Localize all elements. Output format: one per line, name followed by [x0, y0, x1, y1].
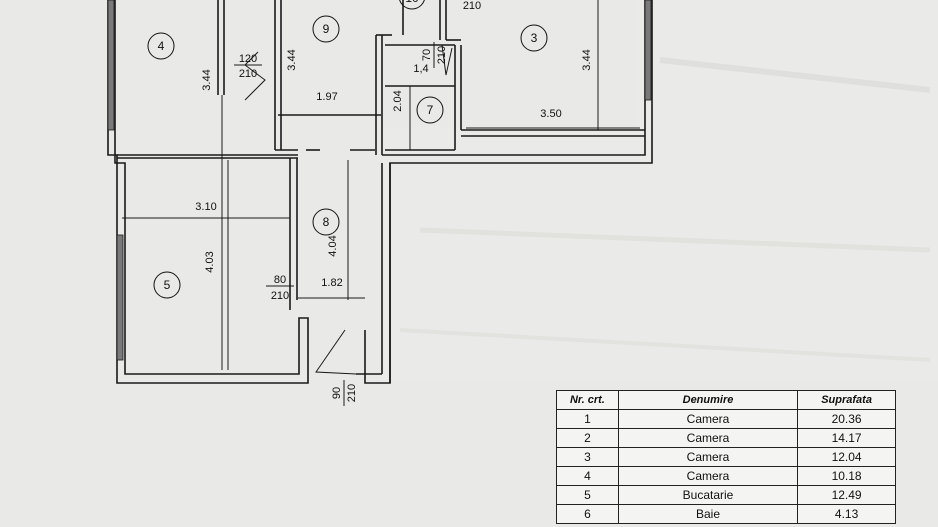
exterior-walls — [107, 0, 653, 384]
door-label-top: 210 — [463, 0, 481, 12]
dim-hall-width: 1.97 — [316, 91, 337, 103]
table-row: 6 Baie 4.13 — [556, 504, 896, 524]
room-marker-8: 8 — [312, 208, 340, 236]
dim-room3-height: 3.44 — [581, 49, 593, 70]
windows — [107, 0, 652, 361]
cell-denumire: Camera — [617, 466, 799, 486]
door-label-70: 70 210 — [421, 42, 448, 68]
cell-denumire: Camera — [617, 447, 799, 467]
door-swing-room4 — [244, 51, 266, 101]
window-room4 — [107, 0, 115, 131]
room-marker-10: 10 — [399, 0, 425, 10]
svg-text:4: 4 — [158, 39, 165, 53]
door-swing-entrance — [315, 329, 357, 375]
table-row: 5 Bucatarie 12.49 — [556, 485, 896, 505]
table-row: 4 Camera 10.18 — [556, 466, 896, 486]
cell-denumire: Camera — [617, 409, 799, 429]
svg-text:5: 5 — [164, 278, 171, 292]
table-row: 2 Camera 14.17 — [556, 428, 896, 448]
svg-text:210: 210 — [239, 68, 257, 80]
cell-nr: 4 — [556, 466, 619, 486]
room-markers: 4 9 10 3 7 8 5 — [147, 0, 548, 299]
area-table: Nr. crt. Denumire Suprafata 1 Camera 20.… — [556, 390, 896, 524]
table-row: 1 Camera 20.36 — [556, 409, 896, 429]
dim-small: 1,4 — [413, 63, 428, 75]
cell-suprafata: 20.36 — [797, 409, 896, 429]
dim-room5-height: 4.03 — [204, 251, 216, 272]
cell-suprafata: 10.18 — [797, 466, 896, 486]
room-marker-5: 5 — [153, 271, 181, 299]
dim-room9-height: 3.44 — [286, 49, 298, 70]
dim-room8-height: 4.04 — [327, 235, 339, 256]
door-label-80: 80 210 — [266, 274, 294, 302]
dim-room5-width: 3.10 — [195, 201, 216, 213]
svg-text:70: 70 — [421, 49, 433, 61]
header-denumire: Denumire — [617, 390, 799, 410]
svg-text:90: 90 — [331, 387, 343, 399]
room-marker-9: 9 — [312, 15, 340, 43]
cell-nr: 1 — [556, 409, 619, 429]
cell-denumire: Baie — [617, 504, 799, 524]
cell-denumire: Camera — [617, 428, 799, 448]
svg-text:210: 210 — [346, 384, 358, 402]
cell-suprafata: 4.13 — [797, 504, 896, 524]
cell-suprafata: 12.49 — [797, 485, 896, 505]
dim-room8-width: 1.82 — [321, 277, 342, 289]
table-header-row: Nr. crt. Denumire Suprafata — [556, 390, 896, 410]
svg-text:80: 80 — [274, 274, 286, 286]
dim-room4-height: 3.44 — [201, 69, 213, 90]
header-nr: Nr. crt. — [556, 390, 619, 410]
cell-nr: 3 — [556, 447, 619, 467]
dim-room3-width: 3.50 — [540, 108, 561, 120]
door-label-120: 120 210 — [234, 53, 262, 80]
header-suprafata: Suprafata — [797, 390, 896, 410]
svg-text:120: 120 — [239, 53, 257, 65]
cell-suprafata: 14.17 — [797, 428, 896, 448]
window-room5 — [116, 234, 124, 361]
dimension-lines — [122, 0, 640, 370]
svg-text:210: 210 — [271, 290, 289, 302]
room-marker-3: 3 — [520, 24, 548, 52]
doors — [244, 44, 453, 375]
table-row: 3 Camera 12.04 — [556, 447, 896, 467]
svg-text:3: 3 — [531, 31, 538, 45]
door-swing-room7 — [441, 44, 453, 76]
svg-text:8: 8 — [323, 215, 330, 229]
window-room3 — [644, 0, 652, 101]
cell-denumire: Bucatarie — [617, 485, 799, 505]
cell-suprafata: 12.04 — [797, 447, 896, 467]
svg-text:7: 7 — [427, 103, 434, 117]
svg-text:9: 9 — [323, 22, 330, 36]
svg-text:210: 210 — [436, 46, 448, 64]
room-marker-4: 4 — [147, 32, 175, 60]
cell-nr: 5 — [556, 485, 619, 505]
cell-nr: 6 — [556, 504, 619, 524]
svg-text:10: 10 — [405, 0, 419, 5]
dim-room7-height: 2.04 — [392, 90, 404, 111]
door-label-90: 90 210 — [331, 380, 358, 406]
cell-nr: 2 — [556, 428, 619, 448]
room-marker-7: 7 — [416, 96, 444, 124]
dimension-labels: 3.44 3.44 1.97 2.04 3.44 3.50 3.10 4.03 … — [195, 0, 593, 406]
